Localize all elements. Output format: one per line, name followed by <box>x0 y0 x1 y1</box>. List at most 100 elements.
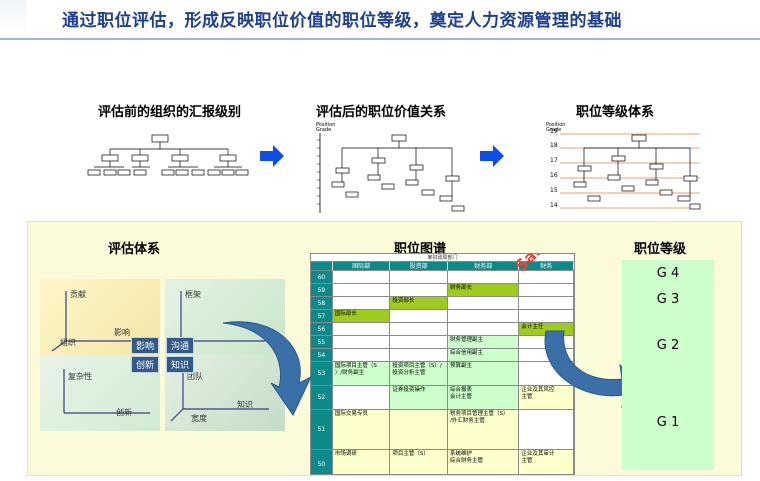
page-title: 通过职位评估，形成反映职位价值的职位等级，奠定人力资源管理的基础 <box>62 11 622 31</box>
map-grade-cell: 59 <box>311 284 333 296</box>
stage-grades-title: 职位等级体系 <box>576 105 655 120</box>
map-cell: 投资项目主管（S）/ 投资分析主管 <box>390 362 448 385</box>
level-g2: G 2 <box>656 338 680 353</box>
map-grade-cell: 52 <box>311 386 333 409</box>
map-grade-cell: 60 <box>311 271 333 283</box>
map-cell: 投资部长 <box>390 297 448 309</box>
map-row: 58 投资部长 <box>311 297 574 310</box>
map-cell: 综合报表 会计主管 <box>447 386 520 409</box>
map-cell <box>447 297 520 309</box>
map-grade-cell: 58 <box>311 297 333 309</box>
title-bar: 通过职位评估，形成反映职位价值的职位等级，奠定人力资源管理的基础 <box>0 0 760 38</box>
map-cell <box>332 271 391 283</box>
stage-before-title: 评估前的组织的汇报级别 <box>98 105 242 120</box>
axis-icon <box>170 367 269 422</box>
map-grade-cell: 55 <box>311 336 333 348</box>
tag-knowledge: 知识 <box>166 356 195 373</box>
axis-label-complexity: 复杂性 <box>68 372 92 381</box>
arrow-right-icon <box>260 145 284 167</box>
map-cell: 系统维护 综合财务主管 <box>447 450 520 474</box>
map-cell <box>519 310 574 322</box>
map-cell <box>390 323 448 335</box>
map-cell <box>519 297 574 309</box>
svg-text:Grade: Grade <box>546 127 561 133</box>
axis-label-influence: 影响 <box>114 328 130 337</box>
svg-text:Position: Position <box>316 122 335 128</box>
map-grade-cell: 56 <box>311 323 333 335</box>
map-cell <box>447 323 520 335</box>
axis-label-team: 团队 <box>187 372 203 381</box>
map-cell <box>447 271 520 283</box>
svg-text:Position: Position <box>546 122 565 128</box>
map-grade-cell: 51 <box>311 410 333 449</box>
map-grade-cell: 54 <box>311 349 333 361</box>
axis-label-framework: 框架 <box>185 290 201 299</box>
tag-impact: 影响 <box>131 337 160 354</box>
map-cell <box>447 310 520 322</box>
value-relation-chart: Position Grade <box>312 120 472 215</box>
level-g4: G 4 <box>656 266 680 281</box>
map-cell <box>390 310 448 322</box>
map-cell <box>332 284 391 296</box>
column-header-2: 财务部 <box>447 262 520 270</box>
map-cell: 综合信用副主 <box>447 349 520 361</box>
column-header-3: 财务 <box>519 262 574 270</box>
tag-innovation: 创新 <box>131 356 160 373</box>
axis-label-knowledge: 知识 <box>237 400 253 409</box>
map-row: 54 综合信用副主 <box>311 349 574 362</box>
map-cell <box>519 271 574 283</box>
map-cell <box>390 271 448 283</box>
svg-text:Grade: Grade <box>316 127 331 133</box>
map-cell: 预算副主 <box>447 362 520 385</box>
svg-text:15: 15 <box>550 187 558 194</box>
axis-icon <box>180 291 265 342</box>
org-chart-before <box>80 125 250 210</box>
map-cell: 税务项目管理主管（S） /外汇财务主管 <box>447 410 520 449</box>
map-cell <box>332 386 391 409</box>
title-divider <box>0 38 760 40</box>
svg-text:16: 16 <box>550 172 558 179</box>
axis-label-contribution: 贡献 <box>70 290 86 299</box>
map-cell <box>390 349 448 361</box>
column-header-0: 国际部 <box>332 262 391 270</box>
tag-communication: 沟通 <box>166 337 195 354</box>
map-cell <box>519 410 574 449</box>
map-cell <box>519 284 574 296</box>
map-cell: 财务管理副主 <box>447 336 520 348</box>
svg-text:19: 19 <box>550 128 558 135</box>
axis-icon <box>63 369 150 414</box>
map-cell <box>390 284 448 296</box>
map-cell <box>332 336 391 348</box>
map-grade-cell: 57 <box>311 310 333 322</box>
svg-text:14: 14 <box>550 202 558 209</box>
map-row: 60 <box>311 271 574 284</box>
map-cell: 企业及其审计 主管 <box>519 450 574 474</box>
map-cell: 国际部长 <box>332 310 391 322</box>
map-cell <box>390 336 448 348</box>
map-cell <box>390 410 448 449</box>
svg-text:17: 17 <box>550 157 558 164</box>
map-row: 55 财务管理副主 <box>311 336 574 349</box>
curved-arrow-icon <box>222 321 313 416</box>
level-g3: G 3 <box>656 292 680 307</box>
job-grade-title: 职位等级 <box>634 242 687 257</box>
map-top-header: 某财政局部门 <box>311 254 574 262</box>
map-cell: 国际交易专员 <box>332 410 391 449</box>
map-cell: 证券投资操作 <box>390 386 448 409</box>
map-cell: 市场调研 <box>332 450 391 474</box>
level-g1: G 1 <box>656 415 680 430</box>
map-cell: 项目主管（S） <box>390 450 448 474</box>
map-cell <box>332 297 391 309</box>
map-cell <box>332 349 391 361</box>
column-header-1: 投资部 <box>390 262 448 270</box>
